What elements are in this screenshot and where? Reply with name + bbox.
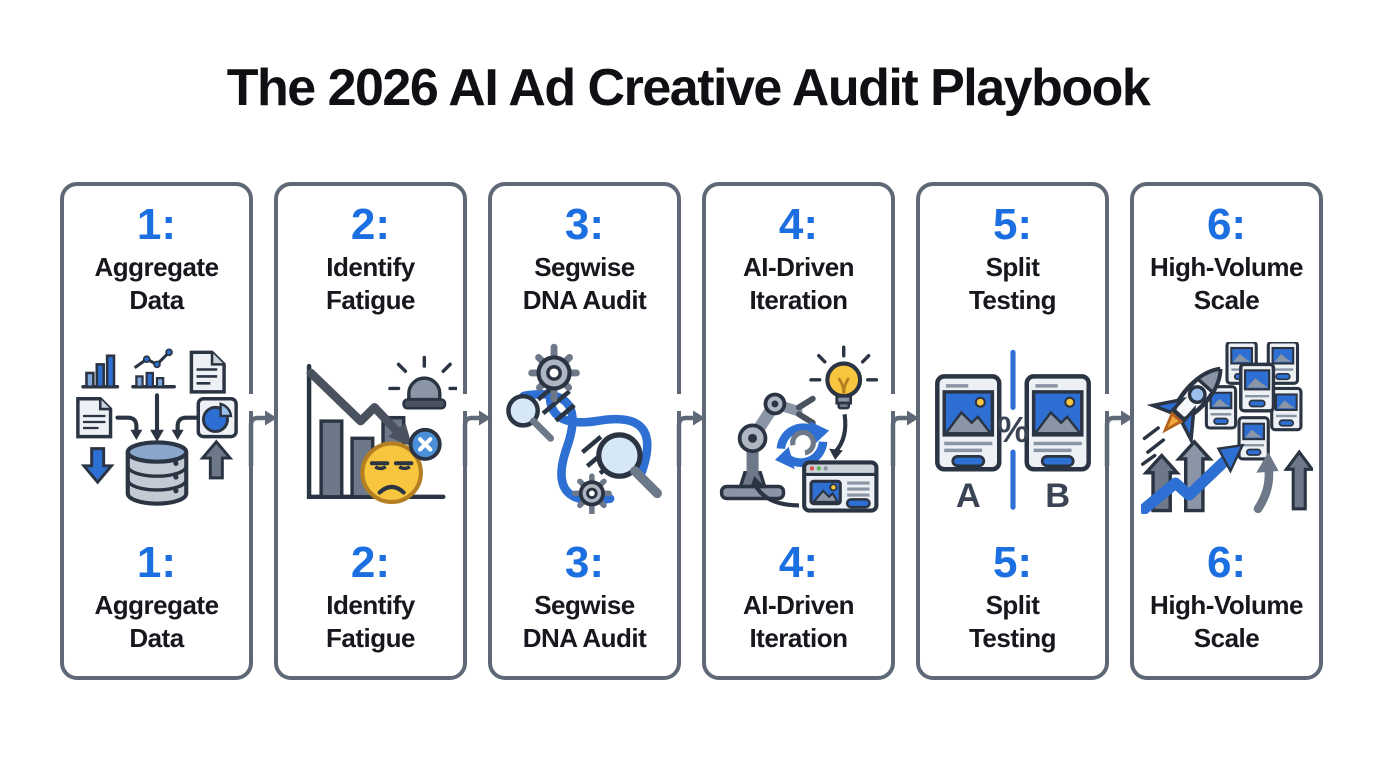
- step-label-line: Iteration: [749, 622, 848, 653]
- fatigue-decline-icon: [306, 355, 457, 505]
- step-number: 6:: [1206, 537, 1247, 587]
- step-label-line: Fatigue: [326, 622, 415, 653]
- step-number: 4:: [778, 200, 819, 249]
- step-5-icon-area: % A B: [925, 333, 1101, 523]
- aggregate-data-icon: [75, 348, 238, 506]
- step-6-icon-area: [1139, 333, 1315, 523]
- step-label-line: AI-Driven: [742, 252, 855, 283]
- step-label-line: Scale: [1193, 622, 1260, 653]
- step-4-top-label: 4: AI-Driven Iteration: [742, 200, 855, 316]
- step-6-bottom-label: 6: High-Volume Scale: [1150, 537, 1303, 654]
- step-label-line: Identify: [326, 252, 415, 283]
- step-number: 1:: [136, 537, 177, 587]
- step-label-line: Testing: [968, 622, 1057, 653]
- infographic-title: The 2026 AI Ad Creative Audit Playbook: [226, 59, 1151, 117]
- percent-label: %: [996, 409, 1028, 450]
- step-card-3: 3: Segwise DNA Audit: [488, 182, 681, 680]
- step-2-bottom-label: 2: Identify Fatigue: [326, 537, 415, 654]
- step-label-line: High-Volume: [1150, 252, 1303, 283]
- step-number: 3:: [564, 200, 605, 249]
- step-label-line: Scale: [1193, 284, 1260, 315]
- variant-b-label: B: [1045, 477, 1070, 514]
- step-card-6: 6: High-Volume Scale: [1130, 182, 1323, 680]
- connector-arrow-1-2: [248, 394, 277, 466]
- step-card-2: 2: Identify Fatigue: [274, 182, 467, 680]
- step-1-top-label: 1: Aggregate Data: [94, 200, 219, 316]
- step-label-line: Split: [985, 590, 1040, 620]
- step-label-line: High-Volume: [1150, 590, 1303, 620]
- ai-iteration-icon: [719, 345, 878, 513]
- step-label-line: Iteration: [749, 284, 848, 315]
- step-2-top-label: 2: Identify Fatigue: [326, 200, 415, 316]
- step-5-bottom-label: 5: Split Testing: [968, 537, 1057, 654]
- step-4-icon-area: [711, 333, 887, 523]
- step-label-line: Aggregate: [94, 252, 219, 283]
- step-1-icon-area: [69, 333, 245, 523]
- step-6-top-label: 6: High-Volume Scale: [1150, 200, 1303, 316]
- step-number: 5:: [992, 200, 1033, 249]
- step-number: 3:: [564, 537, 605, 587]
- step-2-icon-area: [283, 333, 459, 523]
- step-label-line: DNA Audit: [522, 622, 647, 653]
- scale-growth-icon: [1140, 342, 1313, 514]
- variant-a-label: A: [955, 477, 980, 514]
- connector-arrow-3-4: [676, 394, 705, 466]
- step-label-line: Data: [129, 284, 184, 315]
- step-card-1: 1: Aggregate Data: [60, 182, 253, 680]
- connector-arrow-4-5: [890, 394, 919, 466]
- step-3-bottom-label: 3: Segwise DNA Audit: [522, 537, 647, 654]
- connector-arrow-5-6: [1104, 394, 1133, 466]
- step-number: 5:: [992, 537, 1033, 587]
- connector-arrow-2-3: [462, 394, 491, 466]
- step-number: 2:: [350, 537, 391, 587]
- step-number: 1:: [136, 200, 177, 249]
- steps-row: 1: Aggregate Data: [60, 182, 1344, 680]
- step-5-top-label: 5: Split Testing: [968, 200, 1057, 316]
- step-4-bottom-label: 4: AI-Driven Iteration: [742, 537, 855, 654]
- step-label-line: Fatigue: [326, 284, 415, 315]
- step-label-line: Aggregate: [94, 590, 219, 620]
- ad-thumbnails: [1204, 342, 1303, 461]
- step-label-line: DNA Audit: [522, 284, 647, 315]
- step-card-5: 5: Split Testing: [916, 182, 1109, 680]
- step-number: 6:: [1206, 200, 1247, 249]
- step-number: 4:: [778, 537, 819, 587]
- step-3-top-label: 3: Segwise DNA Audit: [522, 200, 647, 316]
- step-number: 2:: [350, 200, 391, 249]
- split-testing-icon: % A B: [934, 349, 1091, 514]
- step-3-icon-area: [497, 333, 673, 523]
- step-label-line: Segwise: [534, 252, 635, 283]
- step-label-line: Identify: [326, 590, 415, 620]
- step-label-line: Split: [985, 252, 1040, 283]
- step-label-line: Testing: [968, 284, 1057, 315]
- rocket-icon: [1146, 366, 1222, 447]
- step-card-4: 4: AI-Driven Iteration: [702, 182, 895, 680]
- step-label-line: Segwise: [534, 590, 635, 620]
- dna-audit-icon: [505, 343, 662, 514]
- step-label-line: AI-Driven: [742, 590, 855, 620]
- step-label-line: Data: [129, 622, 184, 653]
- step-1-bottom-label: 1: Aggregate Data: [94, 537, 219, 654]
